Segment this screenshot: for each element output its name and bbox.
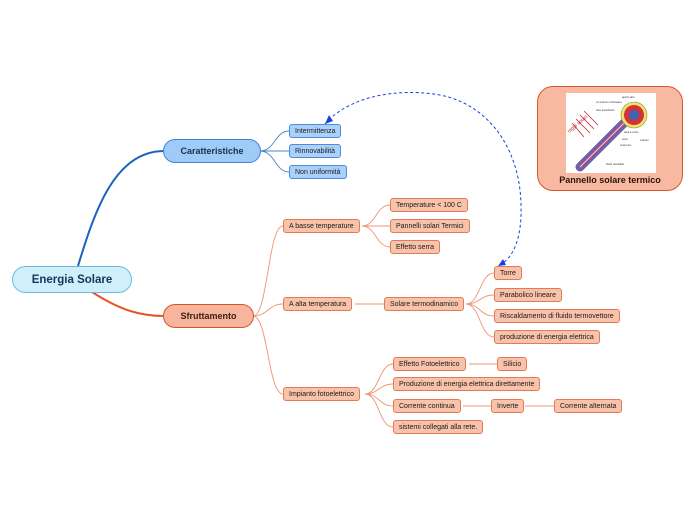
subtopic-label: Effetto serra xyxy=(396,243,435,251)
subtopic-rinnovabilita[interactable]: Rinnovabilità xyxy=(289,144,342,158)
topic-label: Sfruttamento xyxy=(180,311,237,321)
dashed-relation xyxy=(324,92,522,267)
diagram-label: onde luce xyxy=(620,143,632,147)
subtopic-label: Non uniformità xyxy=(295,168,341,176)
subtopic-label: Pannelli solari Termici xyxy=(396,222,464,230)
subtopic-label: A alta temperatura xyxy=(289,300,347,308)
subtopic-label: Intermittenza xyxy=(295,127,336,135)
subtopic-solare-termodinamico[interactable]: Solare termodinamico xyxy=(384,297,465,311)
subtopic-label: Corrente alternata xyxy=(560,402,617,410)
diagram-label: vetro xyxy=(622,137,628,141)
topic-label: Caratteristiche xyxy=(180,146,244,156)
subtopic-label: Rinnovabilità xyxy=(295,147,336,155)
dashed-arrow-end xyxy=(498,259,506,266)
central-topic-label: Energia Solare xyxy=(31,273,113,286)
central-topic-energia-solare[interactable]: Energia Solare xyxy=(12,266,132,293)
subtopic-inverte[interactable]: Inverte xyxy=(491,399,525,413)
subtopic-label: Impianto fotoelettrico xyxy=(289,390,354,398)
subtopic-non-uniformita[interactable]: Non uniformità xyxy=(289,165,347,179)
subtopic-label: Corrente continua xyxy=(399,402,455,410)
subtopic-label: produzione di energia elettrica xyxy=(500,333,594,341)
diagram-label: area a vuoto xyxy=(624,130,639,134)
subtopic-produzione-energia[interactable]: produzione di energia elettrica xyxy=(494,330,600,344)
diagram-label: aperto alto xyxy=(622,95,635,99)
subtopic-pannelli-solari-termici[interactable]: Pannelli solari Termici xyxy=(390,219,470,233)
subtopic-label: Parabolico lineare xyxy=(500,291,557,299)
diagram-label: raggi solari xyxy=(566,114,589,134)
subtopic-torre[interactable]: Torre xyxy=(494,266,522,280)
subtopic-label: Produzione di energia elettrica direttam… xyxy=(399,380,535,388)
solar-collector-diagram: raggi solari aperto alto cui esterno col… xyxy=(566,93,656,173)
subtopic-effetto-fotoelettrico[interactable]: Effetto Fotoelettrico xyxy=(393,357,466,371)
diagram-label: tubo assorbitore xyxy=(596,108,615,112)
topic-caratteristiche[interactable]: Caratteristiche xyxy=(163,139,261,163)
subtopic-label: Riscaldamento di fluido termovettore xyxy=(500,312,614,320)
subtopic-impianto-fotoelettrico[interactable]: Impianto fotoelettrico xyxy=(283,387,360,401)
diagram-label: fluido riscaldato xyxy=(606,162,625,166)
image-topic-pannello-solare[interactable]: raggi solari aperto alto cui esterno col… xyxy=(537,86,683,191)
dashed-arrow-start xyxy=(325,115,333,124)
subtopic-label: sistemi collegati alla rete. xyxy=(399,423,478,431)
subtopic-label: Torre xyxy=(500,269,516,277)
subtopic-label: Silicio xyxy=(503,360,522,368)
subtopic-produzione-diretta[interactable]: Produzione di energia elettrica direttam… xyxy=(393,377,541,391)
subtopic-riscaldamento-fluido[interactable]: Riscaldamento di fluido termovettore xyxy=(494,309,620,323)
subtopic-temperature-100[interactable]: Temperature < 100 C xyxy=(390,198,468,212)
subtopic-label: Inverte xyxy=(497,402,519,410)
subtopic-label: A basse temperature xyxy=(289,222,354,230)
solar-tube-illustration: raggi solari aperto alto cui esterno col… xyxy=(566,95,649,172)
subtopic-label: Solare termodinamico xyxy=(390,300,459,308)
subtopic-parabolico-lineare[interactable]: Parabolico lineare xyxy=(494,288,563,302)
link-root-caratteristiche xyxy=(77,150,165,267)
subtopic-label: Temperature < 100 C xyxy=(396,201,462,209)
subtopic-alta-temperatura[interactable]: A alta temperatura xyxy=(283,297,353,311)
subtopic-corrente-alternata[interactable]: Corrente alternata xyxy=(554,399,623,413)
topic-sfruttamento[interactable]: Sfruttamento xyxy=(163,304,254,328)
image-topic-title: Pannello solare termico xyxy=(559,175,661,185)
subtopic-basse-temperature[interactable]: A basse temperature xyxy=(283,219,360,233)
subtopic-corrente-continua[interactable]: Corrente continua xyxy=(393,399,461,413)
diagram-label: estrano xyxy=(640,138,649,142)
diagram-label: cui esterno coltonativo xyxy=(596,100,622,104)
subtopic-sistemi-collegati[interactable]: sistemi collegati alla rete. xyxy=(393,420,484,434)
link-root-sfruttamento xyxy=(91,291,165,317)
subtopic-effetto-serra[interactable]: Effetto serra xyxy=(390,240,441,254)
subtopic-intermittenza[interactable]: Intermittenza xyxy=(289,124,342,138)
subtopic-label: Effetto Fotoelettrico xyxy=(399,360,460,368)
subtopic-silicio[interactable]: Silicio xyxy=(497,357,528,371)
